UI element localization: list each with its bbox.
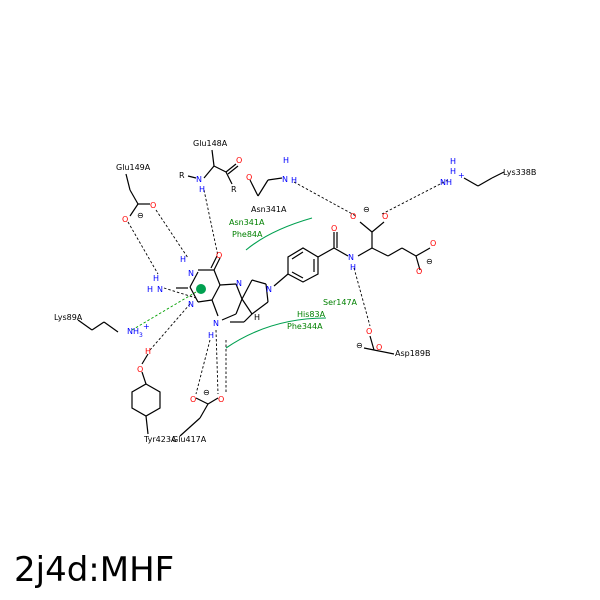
lys89a-nh3: NH (127, 327, 139, 336)
tyr423a-h: H (145, 347, 151, 356)
hydrophobic-lower-0: Ser147A (323, 298, 358, 307)
glu417a-o2: O (218, 395, 224, 404)
residue-label-glu149a: Glu149A (116, 163, 151, 172)
asp189b-o1: O (366, 327, 372, 336)
lys89a-sub3: 3 (139, 332, 143, 339)
amide-h: H (350, 263, 356, 272)
residue-label-glu417a: Glu417A (172, 435, 207, 444)
asn341a-h2: H (291, 176, 297, 185)
alpha-carboxylate-charge: ⊖ (363, 205, 370, 214)
gamma-carboxylate-o1: O (430, 239, 436, 248)
lys338b-nh3: NH (440, 178, 452, 187)
glu148a-n: N (196, 175, 202, 184)
ligand-atoms: O H N N H H N N N H H N O N H O O ⊖ O O … (147, 205, 436, 340)
hydrophobic-lower-2: Phe344A (287, 322, 323, 331)
amino-h: H (147, 285, 153, 294)
asn341a-h1: H (283, 156, 289, 165)
residue-label-asn341a: Asn341A (251, 205, 287, 214)
alpha-carboxylate-o1: O (350, 212, 356, 221)
hydrophobic-upper-1: Phe84A (232, 230, 263, 239)
residue-atoms: R N H O R O N H H O O ⊖ NH + H H NH 3 + … (122, 156, 465, 404)
residue-label-lys89a: Lys89A (54, 313, 83, 322)
glu149a-o1: O (150, 201, 156, 210)
residue-label-lys338b: Lys338B (503, 168, 536, 177)
lys89a-plus: + (143, 322, 150, 331)
glu149a-o2: O (122, 215, 128, 224)
lys338b-plus: + (458, 171, 465, 180)
residue-label-tyr423a: Tyr423A (143, 435, 177, 444)
hydrophobic-arc-lower (225, 317, 327, 349)
glu148a-r-right: R (231, 185, 237, 194)
glu148a-r-left: R (179, 171, 185, 180)
amide-n: N (348, 253, 354, 262)
tyr423a-o: O (137, 365, 143, 374)
ring-n-h: H (180, 255, 186, 264)
ring-n5: N (236, 279, 242, 288)
residue-label-asp189b: Asp189B (395, 349, 430, 358)
carbonyl-oxygen: O (216, 251, 222, 260)
residue-bonds (77, 149, 505, 437)
lys338b-h2: H (450, 167, 456, 176)
residue-labels: Glu148A Glu149A Asn341A Lys338B Lys89A T… (54, 139, 536, 444)
glu417a-charge: ⊖ (203, 388, 210, 397)
gamma-carboxylate-o2: O (416, 267, 422, 276)
ligand-bonds (176, 221, 431, 323)
ring-n1: N (188, 269, 194, 278)
glu148a-o: O (236, 156, 242, 165)
glu148a-h: H (199, 185, 205, 194)
hydrophobic-labels: Asn341A Phe84A Ser147A His83A Phe344A (229, 218, 358, 331)
asn341a-n: N (282, 175, 288, 184)
chiral-h: H (254, 313, 260, 322)
glu417a-o1: O (190, 395, 196, 404)
glu149a-charge: ⊖ (137, 211, 144, 220)
ring-n8: N (213, 319, 219, 328)
pyrrolidine-n: N (266, 285, 272, 294)
pi-center-marker (196, 284, 206, 294)
amino-n: N (157, 285, 163, 294)
gamma-carboxylate-charge: ⊖ (426, 257, 433, 266)
hydrogen-bonds (127, 179, 449, 395)
asp189b-charge: ⊖ (356, 341, 363, 350)
asp189b-o2: O (376, 343, 382, 352)
alpha-carboxylate-o2: O (382, 212, 388, 221)
page-title: 2j4d:MHF (14, 550, 175, 590)
hydrophobic-arc-upper (245, 217, 313, 251)
pi-cation-contact (131, 291, 197, 331)
amino-h-top: H (153, 274, 159, 283)
hydrophobic-lower-1: His83A (297, 310, 326, 319)
hydrophobic-upper-0: Asn341A (229, 218, 265, 227)
ring-n3: N (188, 300, 194, 309)
residue-label-glu148a: Glu148A (193, 139, 228, 148)
asn341a-o: O (246, 173, 252, 182)
lys338b-h1: H (450, 157, 456, 166)
amide-oxygen: O (331, 224, 337, 233)
n8-h: H (208, 331, 214, 340)
